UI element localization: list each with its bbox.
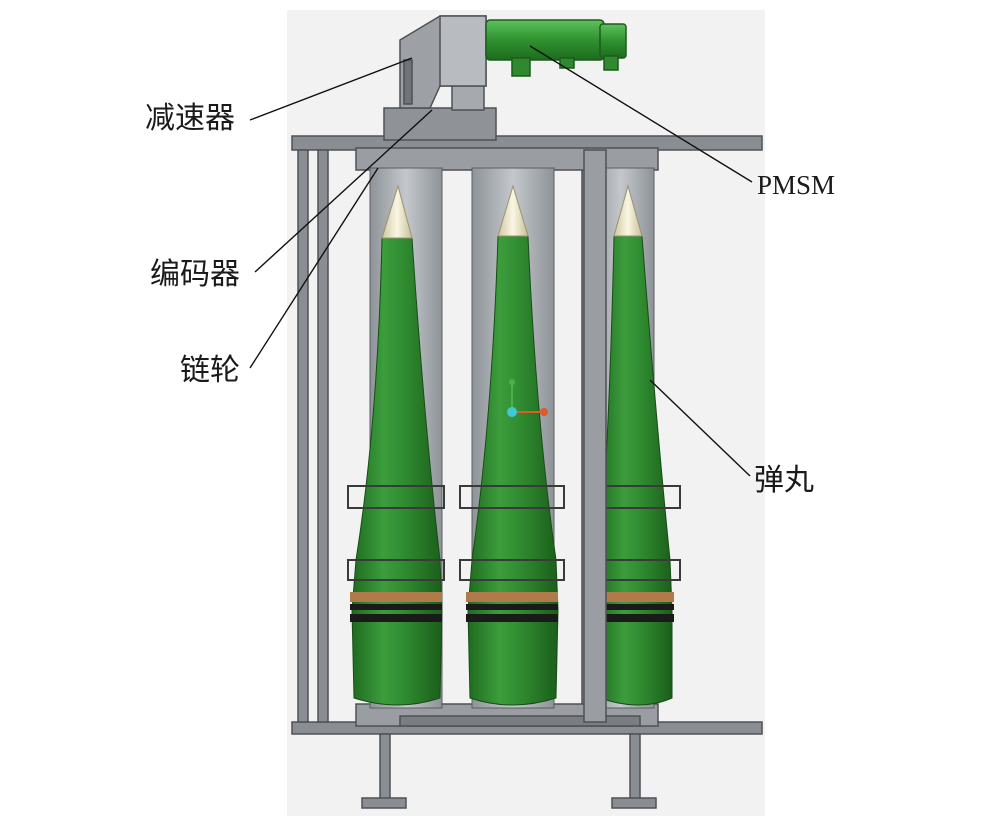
projectile-left xyxy=(347,184,445,706)
reducer xyxy=(383,15,497,141)
leader-lines xyxy=(249,45,753,477)
label-pmsm: PMSM xyxy=(757,170,836,200)
label-encoder: 编码器 xyxy=(150,257,240,292)
motor xyxy=(485,19,627,77)
label-sprocket: 链轮 xyxy=(180,353,240,388)
projectile-center xyxy=(459,184,565,706)
support-legs xyxy=(361,733,657,809)
label-reducer: 减速器 xyxy=(145,101,235,136)
label-projectile: 弹丸 xyxy=(754,463,814,498)
front-post xyxy=(583,149,607,723)
